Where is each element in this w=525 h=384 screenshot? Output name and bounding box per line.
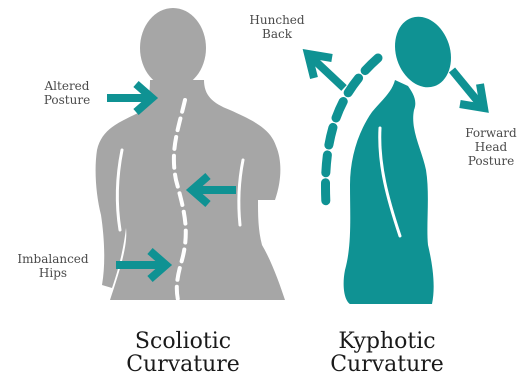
label-hunched-back: Hunched Back <box>244 13 310 41</box>
caption-kyphotic: Kyphotic Curvature <box>322 330 452 376</box>
label-forward-head-posture: Forward Head Posture <box>460 126 522 168</box>
label-altered-posture: Altered Posture <box>30 79 104 107</box>
arrow-icon <box>308 54 344 88</box>
kyphosis-body <box>344 80 434 304</box>
caption-scoliotic: Scoliotic Curvature <box>118 330 248 376</box>
label-imbalanced-hips: Imbalanced Hips <box>6 252 100 280</box>
arrow-icon <box>452 70 484 108</box>
